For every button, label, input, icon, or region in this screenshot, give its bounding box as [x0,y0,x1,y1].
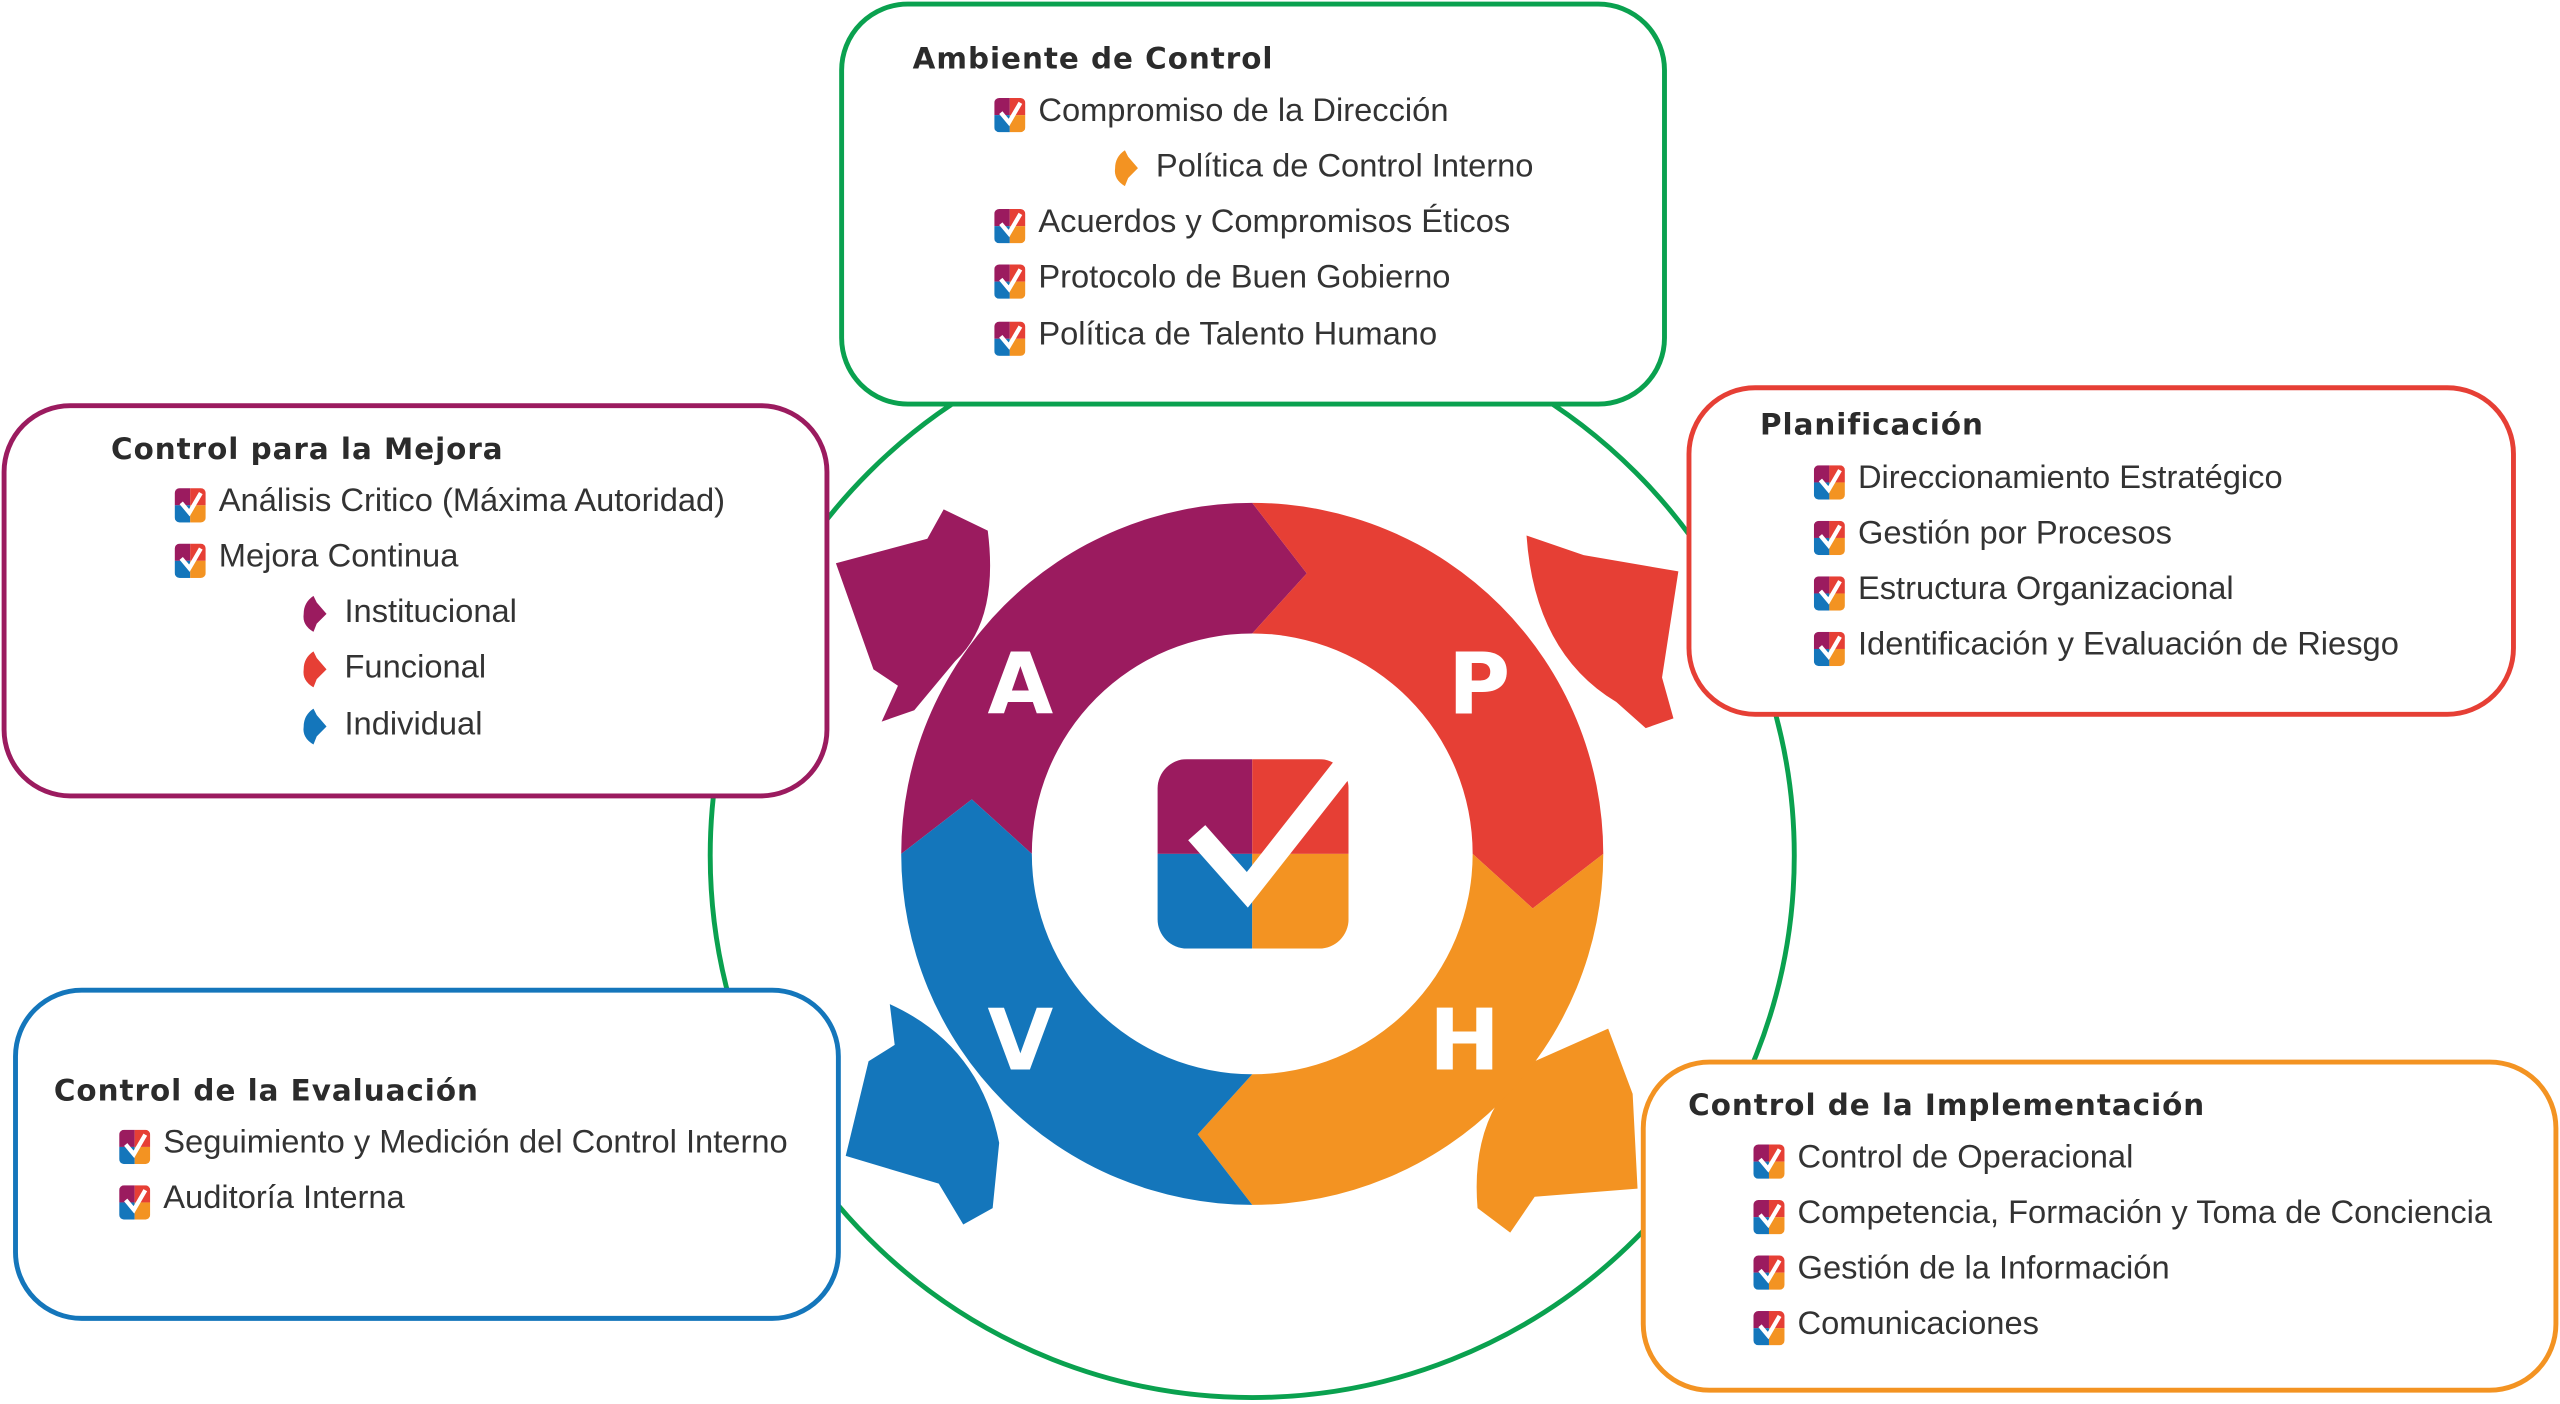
leaf-decoration-blue [845,1004,1000,1225]
item-label: Estructura Organizacional [1857,571,2234,608]
cycle-segment-a [901,502,1307,854]
box-title: Control para la Mejora [111,432,504,467]
list-item: Compromiso de la Dirección [994,83,1448,139]
item-label: Compromiso de la Dirección [1038,93,1449,129]
sub-list-item: Institucional [302,584,517,640]
cycle-letter-a: A [987,636,1054,735]
cycle-segment-h [1197,853,1604,1205]
checkbox-logo-icon [994,318,1026,356]
checkbox-logo-icon [994,260,1026,298]
sub-list-item: Política de Control Interno [1113,139,1533,195]
list-item: Mejora Continua [174,529,459,585]
list-item: Acuerdos y Compromisos Éticos [994,194,1510,250]
cycle-letter-h: H [1428,992,1501,1091]
cycle-letter-v: V [987,992,1054,1091]
list-item: Política de Talento Humano [994,307,1437,363]
checkbox-logo-icon [1813,572,1845,610]
leaf-bullet-icon [302,650,328,688]
leaf-bullet-icon [1113,149,1139,187]
item-label: Institucional [344,594,517,631]
checkbox-logo-icon [1753,1140,1785,1178]
list-item: Protocolo de Buen Gobierno [994,250,1450,306]
checkbox-logo-icon [1813,461,1845,499]
center-logo [1157,759,1353,949]
list-item: Gestión por Procesos [1813,506,2172,562]
list-item: Identificación y Evaluación de Riesgo [1813,617,2399,673]
sub-list-item: Individual [302,697,482,753]
cycle-segment-p [1252,502,1604,909]
check-mark-icon [1188,760,1353,908]
checkbox-logo-icon [1753,1307,1785,1345]
list-item: Comunicaciones [1753,1296,2039,1352]
item-label: Gestión de la Información [1797,1250,2170,1287]
checkbox-logo-icon [174,484,206,522]
box-title: Ambiente de Control [912,42,1274,77]
checkbox-logo-icon [994,205,1026,243]
item-label: Comunicaciones [1797,1306,2039,1343]
box-control-de-la-evaluacion [13,987,841,1321]
item-label: Política de Talento Humano [1038,316,1438,353]
checkbox-logo-icon [1753,1196,1785,1234]
item-label: Política de Control Interno [1155,148,1534,185]
item-label: Identificación y Evaluación de Riesgo [1857,626,2399,663]
item-label: Acuerdos y Compromisos Éticos [1038,204,1511,240]
item-label: Control de Operacional [1797,1139,2134,1176]
box-title: Control de la Implementación [1688,1088,2206,1124]
cycle-letter-p: P [1448,636,1511,735]
leaf-decoration-purple [835,509,991,722]
checkbox-logo-icon [1813,517,1845,555]
item-label: Análisis Critico (Máxima Autoridad) [218,483,726,520]
sub-list-item: Funcional [302,640,486,696]
checkbox-logo-icon [994,94,1026,132]
item-label: Auditoría Interna [163,1180,405,1217]
list-item: Gestión de la Información [1753,1241,2170,1297]
item-label: Funcional [344,649,487,686]
box-ambiente-de-control [839,1,1667,407]
box-control-para-la-mejora [1,403,830,799]
checkbox-logo-icon [174,540,206,578]
leaf-bullet-icon [302,707,328,745]
item-label: Individual [344,706,483,743]
list-item: Análisis Critico (Máxima Autoridad) [174,473,726,529]
checkbox-logo-icon [1813,628,1845,666]
checkbox-logo-icon [1753,1251,1785,1289]
list-item: Estructura Organizacional [1813,562,2234,618]
item-label: Direccionamiento Estratégico [1857,460,2283,497]
leaf-decoration-red [1526,535,1679,729]
box-title: Control de la Evaluación [53,1074,479,1109]
item-label: Protocolo de Buen Gobierno [1038,259,1451,296]
checkbox-logo-icon [119,1181,151,1219]
box-control-de-la-implementacion [1640,1059,2559,1393]
list-item: Direccionamiento Estratégico [1813,451,2283,507]
item-label: Gestión por Procesos [1857,515,2172,552]
list-item: Seguimiento y Medición del Control Inter… [119,1115,788,1171]
checkbox-logo-icon [119,1126,151,1164]
list-item: Competencia, Formación y Toma de Concien… [1753,1185,2492,1241]
item-label: Competencia, Formación y Toma de Concien… [1797,1195,2493,1232]
list-item: Control de Operacional [1753,1130,2133,1186]
cycle-segment-v [901,799,1253,1205]
box-title: Planificación [1759,408,1984,443]
item-label: Mejora Continua [218,538,459,575]
list-item: Auditoría Interna [119,1171,405,1227]
leaf-bullet-icon [302,594,328,632]
item-label: Seguimiento y Medición del Control Inter… [163,1124,788,1161]
